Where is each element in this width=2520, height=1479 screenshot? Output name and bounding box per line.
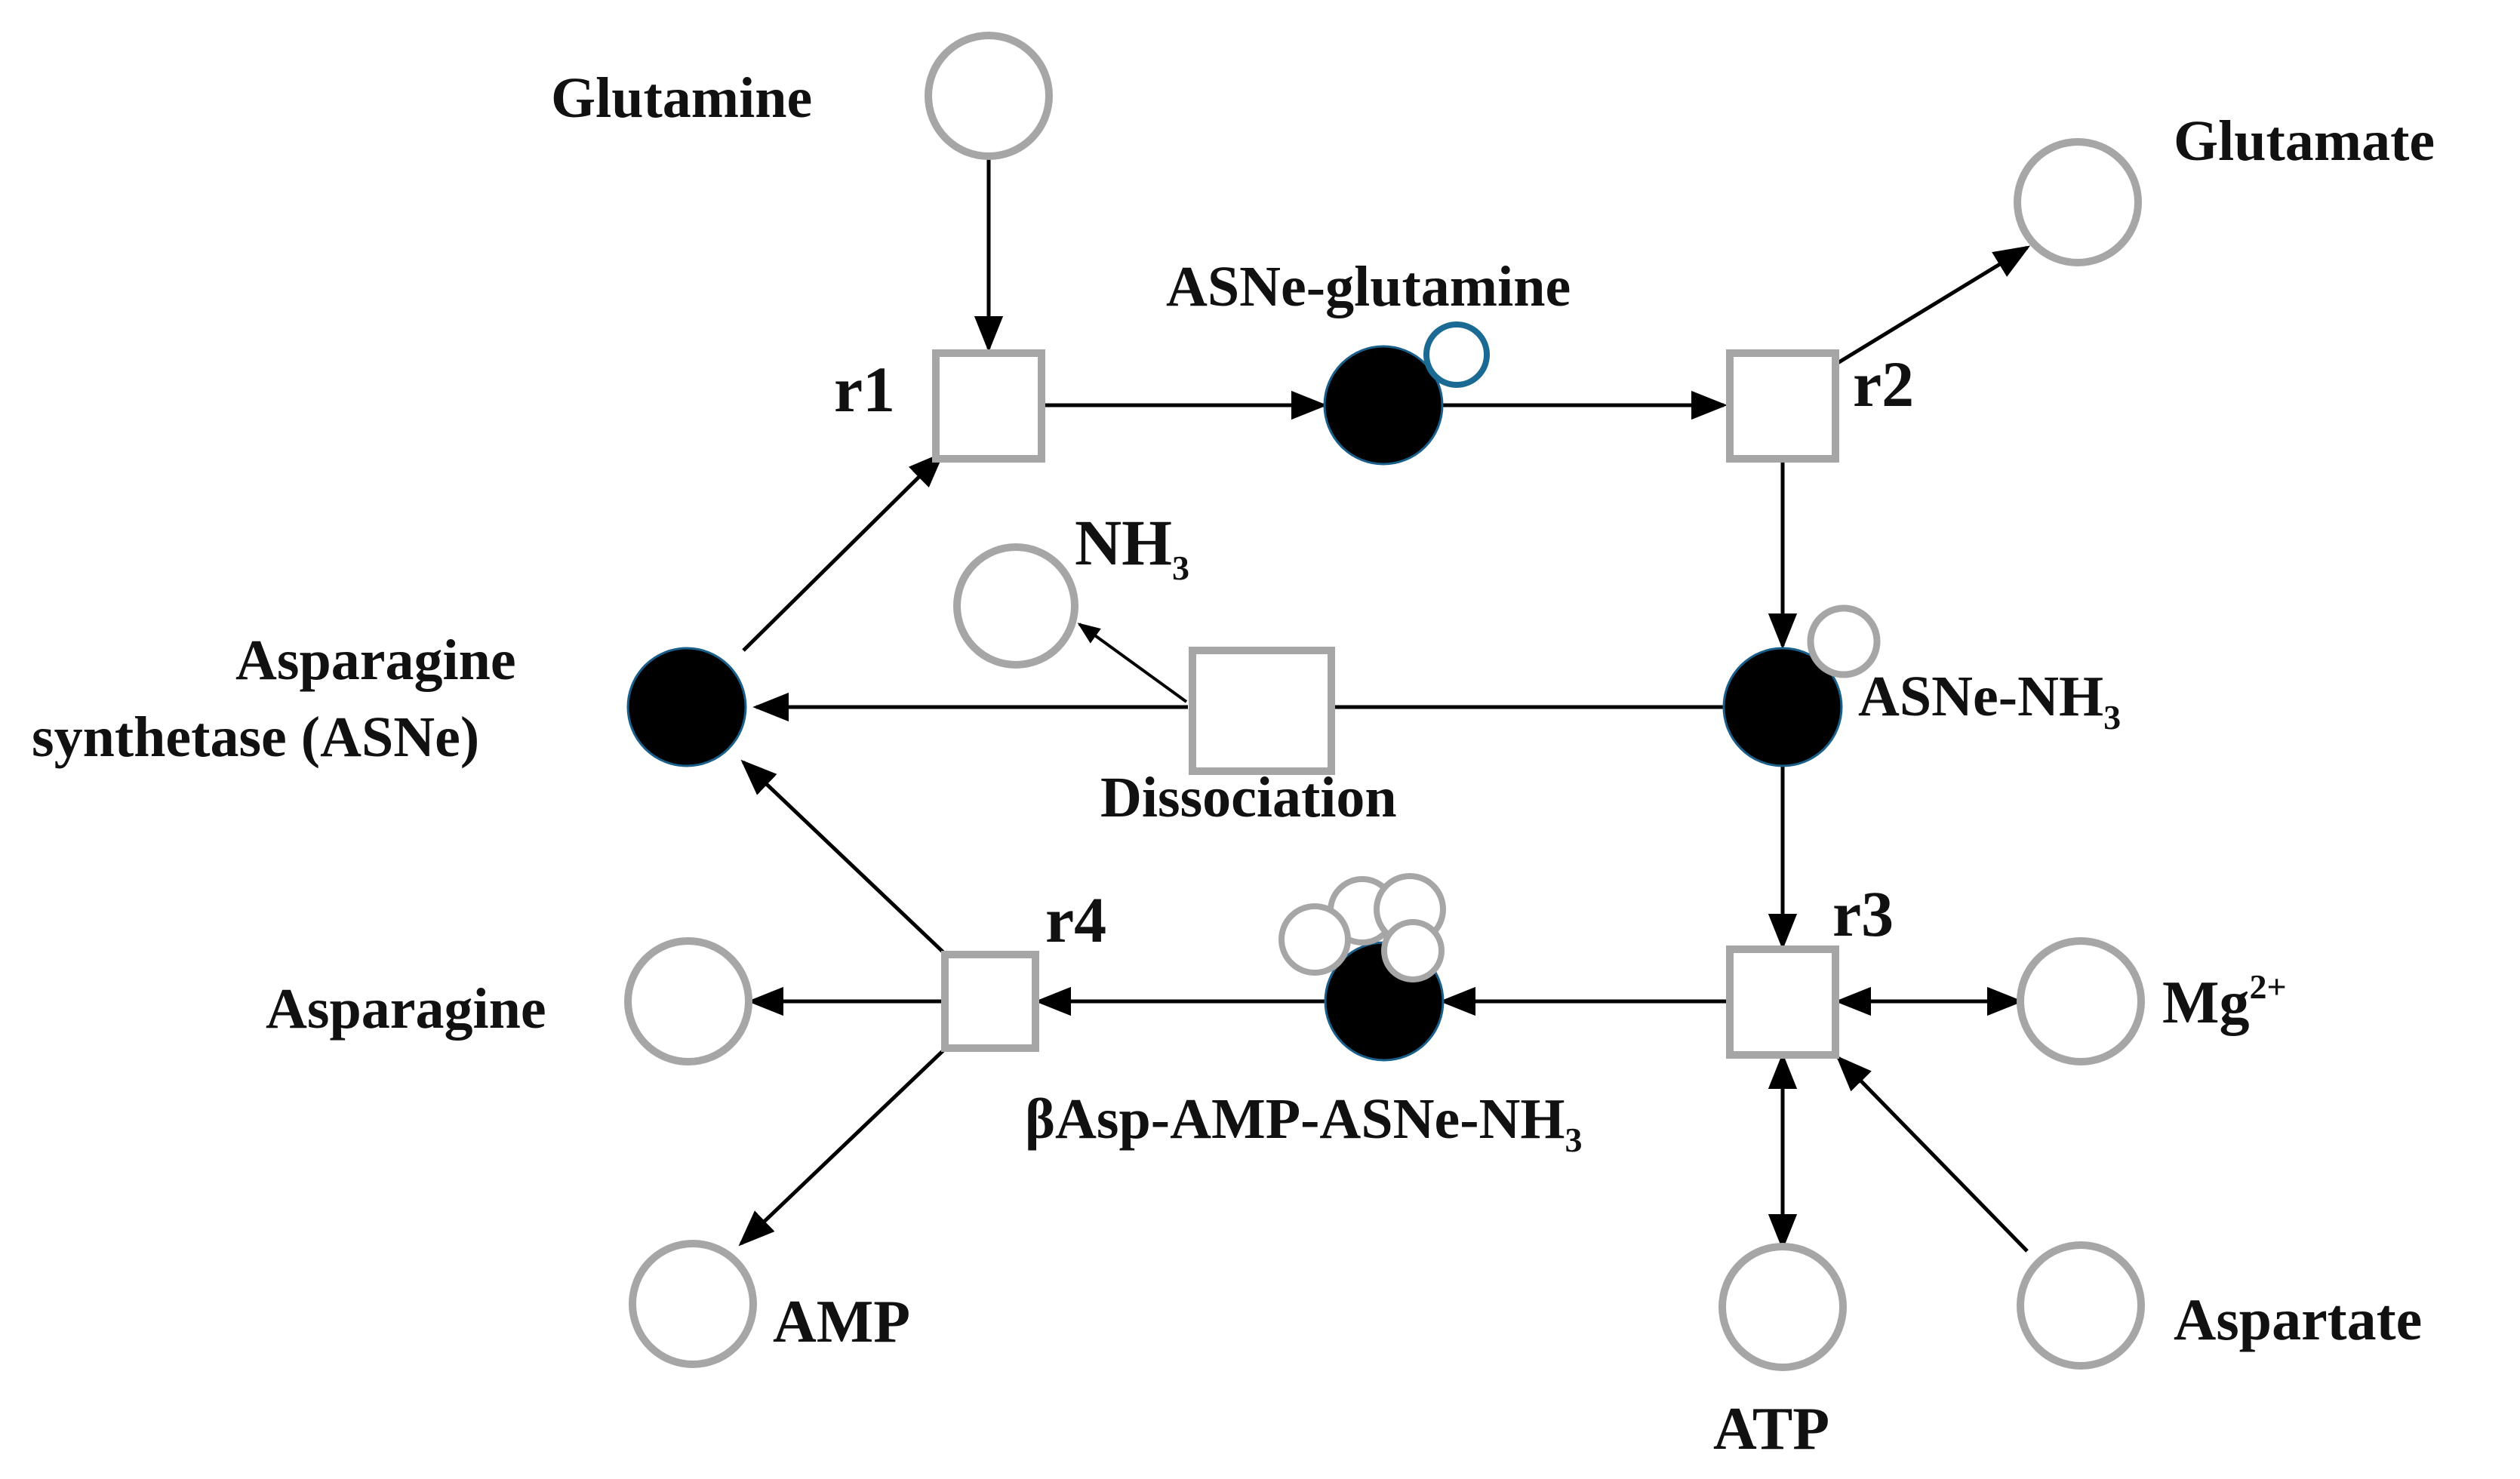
small-circle-basp-3: [1278, 903, 1351, 976]
place-aspartate: [2017, 1241, 2145, 1370]
place-glutamine: [925, 32, 1053, 160]
label-aspartate: Aspartate: [2174, 1287, 2422, 1352]
places: [624, 32, 2145, 1371]
place-asparagine: [624, 937, 752, 1065]
label-nh3: NH3: [1075, 506, 1189, 587]
label-amp: AMP: [773, 1289, 910, 1355]
labels: Glutamine Glutamate ASNe-glutamine r1 r2…: [32, 66, 2435, 1462]
label-r1: r1: [834, 353, 895, 426]
label-basp-amp-asne-nh3: βAsp-AMP-ASNe-NH3: [1025, 1087, 1583, 1159]
label-mg-sup: 2+: [2250, 967, 2287, 1006]
label-asne-nh3-base: ASNe-NH: [1858, 665, 2103, 728]
arc-r4-amp: [738, 1049, 945, 1247]
label-nh3-base: NH: [1075, 506, 1172, 579]
label-asn-synthetase-line2: synthetase (ASNe): [32, 706, 479, 769]
small-circle-blue: [1423, 321, 1490, 388]
place-asne-glutamine: [1323, 345, 1444, 466]
arc-aspartate-r3: [1835, 1055, 2029, 1253]
place-atp: [1718, 1243, 1847, 1371]
label-dissociation: Dissociation: [1100, 766, 1397, 829]
label-atp: ATP: [1713, 1396, 1829, 1462]
transition-r3: [1726, 946, 1839, 1059]
label-mg: Mg2+: [2162, 967, 2287, 1036]
place-mg: [2017, 937, 2145, 1065]
transition-dissociation: [1189, 647, 1335, 775]
transition-r2: [1726, 349, 1839, 463]
label-glutamate: Glutamate: [2174, 109, 2435, 173]
label-nh3-sub: 3: [1172, 549, 1189, 587]
label-basp-base: βAsp-AMP-ASNe-NH: [1025, 1087, 1565, 1151]
arc-r4-asne: [740, 759, 945, 954]
label-asne-nh3: ASNe-NH3: [1858, 665, 2121, 736]
place-glutamate: [2014, 138, 2142, 266]
label-basp-sub: 3: [1565, 1121, 1583, 1159]
label-asne-glutamine: ASNe-glutamine: [1166, 255, 1571, 318]
transition-r4: [941, 951, 1039, 1052]
label-r3: r3: [1832, 878, 1894, 950]
place-asne-nh3: [1722, 647, 1843, 767]
label-asn-synthetase-line1: Asparagine: [235, 629, 516, 692]
label-asparagine: Asparagine: [266, 977, 546, 1041]
small-circle-basp-4: [1381, 919, 1445, 982]
arc-dissociation-nh3: [1077, 623, 1188, 703]
label-r2: r2: [1853, 348, 1914, 420]
small-circles-basp: [1278, 873, 1446, 982]
place-asne: [626, 647, 747, 767]
label-asne-nh3-sub: 3: [2103, 698, 2121, 736]
arc-asne-r1: [742, 451, 945, 652]
arcs: [738, 158, 2031, 1253]
place-nh3: [953, 543, 1078, 669]
label-r4: r4: [1045, 884, 1106, 956]
arc-r2-glutamate: [1832, 245, 2031, 367]
label-mg-base: Mg: [2162, 970, 2250, 1036]
transition-r1: [932, 349, 1045, 463]
small-circle-asne-nh3: [1807, 604, 1881, 678]
token-places: [626, 345, 1843, 1062]
place-amp: [629, 1240, 757, 1368]
label-glutamine: Glutamine: [551, 66, 812, 130]
transitions: [932, 349, 1839, 1059]
